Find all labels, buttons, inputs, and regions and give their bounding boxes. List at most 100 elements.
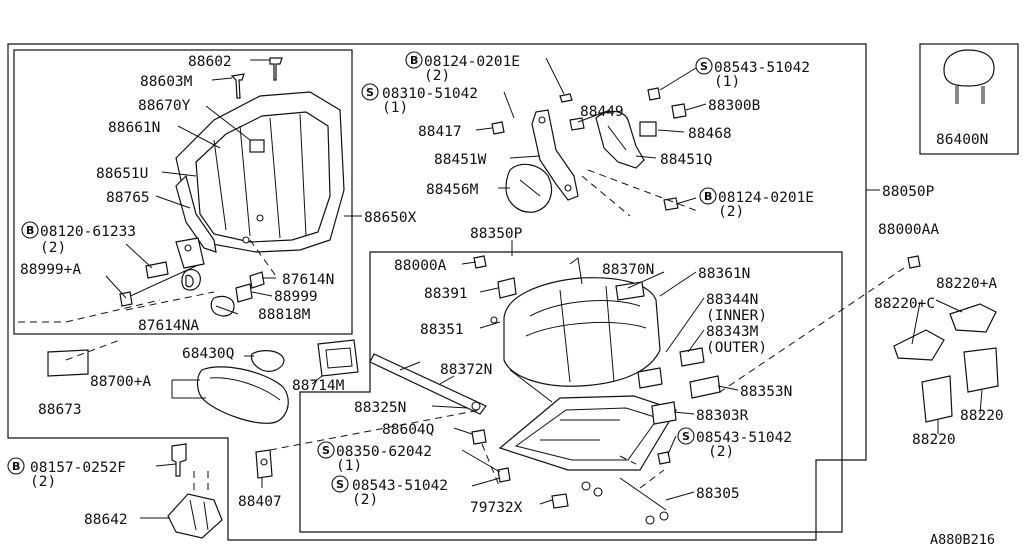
label-88602: 88602 bbox=[188, 54, 232, 70]
label-88468: 88468 bbox=[688, 126, 732, 142]
bolt-symbol-08120 bbox=[21, 221, 39, 239]
bolt-symbol-text-08124-mid: B bbox=[704, 190, 712, 203]
label-88343M: 88343M bbox=[706, 324, 759, 340]
label-08310: 08310-51042 bbox=[382, 86, 478, 102]
screw-symbol-text-08543-low: S bbox=[336, 478, 344, 491]
label-88642: 88642 bbox=[84, 512, 128, 528]
label-88050P: 88050P bbox=[882, 184, 935, 200]
label-88220-bottom: 88220 bbox=[912, 432, 956, 448]
label-08120-qty: (2) bbox=[40, 240, 66, 256]
label-88303R: 88303R bbox=[696, 408, 749, 424]
label-88765: 88765 bbox=[106, 190, 150, 206]
label-08543-top: 08543-51042 bbox=[714, 60, 810, 76]
label-88351: 88351 bbox=[420, 322, 464, 338]
label-88361N: 88361N bbox=[698, 266, 750, 282]
label-87614NA: 87614NA bbox=[138, 318, 199, 334]
label-88220A: 88220+A bbox=[936, 276, 997, 292]
label-88000AA: 88000AA bbox=[878, 222, 939, 238]
main-outline-frame bbox=[7, 43, 867, 541]
label-88604Q: 88604Q bbox=[382, 422, 434, 438]
label-08543-low-qty: (2) bbox=[352, 492, 378, 508]
dashed-guides bbox=[18, 169, 905, 490]
bracket-88642-drawing bbox=[167, 443, 223, 539]
screw-symbol-08310 bbox=[361, 83, 379, 101]
label-88603M: 88603M bbox=[140, 74, 193, 90]
bolt-symbol-08157 bbox=[7, 457, 25, 475]
leader-lines bbox=[105, 57, 983, 519]
label-88353N: 88353N bbox=[740, 384, 792, 400]
label-88673: 88673 bbox=[38, 402, 82, 418]
label-08310-qty: (1) bbox=[382, 100, 408, 116]
label-88350P: 88350P bbox=[470, 226, 523, 242]
label-88344N-sub: (INNER) bbox=[706, 308, 767, 324]
label-08124-mid-qty: (2) bbox=[718, 204, 744, 220]
label-08543-mid: 08543-51042 bbox=[696, 430, 792, 446]
headrest-frame bbox=[919, 43, 1019, 155]
screw-symbol-text-08310: S bbox=[366, 86, 374, 99]
label-88714M: 88714M bbox=[292, 378, 345, 394]
label-88325N: 88325N bbox=[354, 400, 406, 416]
label-08157-qty: (2) bbox=[30, 474, 56, 490]
screw-symbol-text-08543-top: S bbox=[700, 60, 708, 73]
label-87614N: 87614N bbox=[282, 272, 334, 288]
screw-symbol-08543-low bbox=[331, 475, 349, 493]
seat-back-small-parts bbox=[119, 57, 283, 317]
label-88451W: 88451W bbox=[434, 152, 487, 168]
label-88449: 88449 bbox=[580, 104, 624, 120]
diagram-code: A880B216 bbox=[930, 532, 995, 548]
label-88220-right: 88220 bbox=[960, 408, 1004, 424]
label-08543-low: 08543-51042 bbox=[352, 478, 448, 494]
side-covers-drawing bbox=[893, 255, 999, 423]
label-88670Y: 88670Y bbox=[138, 98, 191, 114]
screw-symbol-text-08350: S bbox=[322, 444, 330, 457]
label-88407: 88407 bbox=[238, 494, 282, 510]
label-08157: 08157-0252F bbox=[30, 460, 126, 476]
bolt-symbol-text-08157: B bbox=[12, 460, 20, 473]
label-88651U: 88651U bbox=[96, 166, 148, 182]
label-08543-mid-qty: (2) bbox=[708, 444, 734, 460]
label-08124-top: 08124-0201E bbox=[424, 54, 520, 70]
label-88300B: 88300B bbox=[708, 98, 761, 114]
label-08350: 08350-62042 bbox=[336, 444, 432, 460]
bolt-symbol-08124-top bbox=[405, 51, 423, 69]
seat-cushion-subframe bbox=[299, 251, 843, 533]
bolt-symbol-08124-mid bbox=[699, 187, 717, 205]
headrest-drawing bbox=[943, 49, 995, 104]
label-88417: 88417 bbox=[418, 124, 462, 140]
label-88372N: 88372N bbox=[440, 362, 492, 378]
label-08124-top-qty: (2) bbox=[424, 68, 450, 84]
seat-back-subframe bbox=[13, 49, 353, 335]
label-79732X: 79732X bbox=[470, 500, 523, 516]
label-88661N: 88661N bbox=[108, 120, 160, 136]
label-88220C: 88220+C bbox=[874, 296, 935, 312]
part-labels: 88602 88603M 88670Y 88661N 88651U 88765 … bbox=[7, 51, 1004, 548]
seat-cushion-drawing bbox=[490, 257, 661, 387]
label-88999: 88999 bbox=[274, 289, 318, 305]
screw-symbol-08543-top bbox=[695, 57, 713, 75]
label-88818M: 88818M bbox=[258, 307, 311, 323]
label-88305: 88305 bbox=[696, 486, 740, 502]
bolt-symbol-text-08124-top: B bbox=[410, 54, 418, 67]
screw-symbol-08350 bbox=[317, 441, 335, 459]
label-88344N: 88344N bbox=[706, 292, 758, 308]
label-88370N: 88370N bbox=[602, 262, 654, 278]
cushion-small-parts bbox=[471, 255, 721, 525]
recliner-parts bbox=[491, 87, 687, 213]
label-08124-mid: 08124-0201E bbox=[718, 190, 814, 206]
label-68430Q: 68430Q bbox=[182, 346, 234, 362]
armrest-drawing bbox=[47, 339, 359, 479]
label-88456M: 88456M bbox=[426, 182, 479, 198]
label-88451Q: 88451Q bbox=[660, 152, 712, 168]
label-08350-qty: (1) bbox=[336, 458, 362, 474]
label-88343M-sub: (OUTER) bbox=[706, 340, 767, 356]
screw-symbol-text-08543-mid: S bbox=[682, 430, 690, 443]
label-88700A: 88700+A bbox=[90, 374, 151, 390]
label-08120-61233: 08120-61233 bbox=[40, 224, 136, 240]
label-86400N: 86400N bbox=[936, 132, 988, 148]
label-88000A: 88000A bbox=[394, 258, 447, 274]
bolt-symbol-text-08120: B bbox=[26, 224, 34, 237]
label-88650X: 88650X bbox=[364, 210, 417, 226]
label-08543-top-qty: (1) bbox=[714, 74, 740, 90]
label-88999A: 88999+A bbox=[20, 262, 81, 278]
